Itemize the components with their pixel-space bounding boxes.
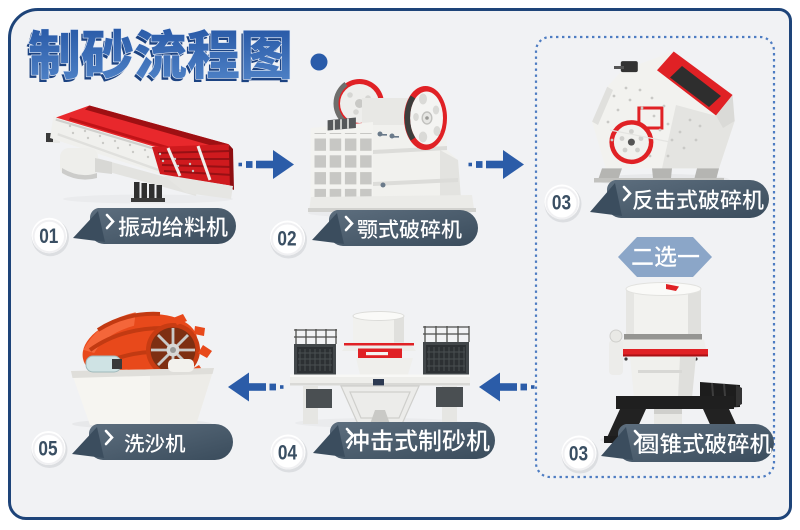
svg-text:03: 03	[569, 443, 588, 466]
svg-text:04: 04	[278, 442, 297, 465]
svg-text:02: 02	[277, 228, 296, 251]
svg-text:03: 03	[552, 192, 571, 215]
svg-text:01: 01	[39, 226, 58, 249]
svg-text:05: 05	[38, 438, 57, 461]
